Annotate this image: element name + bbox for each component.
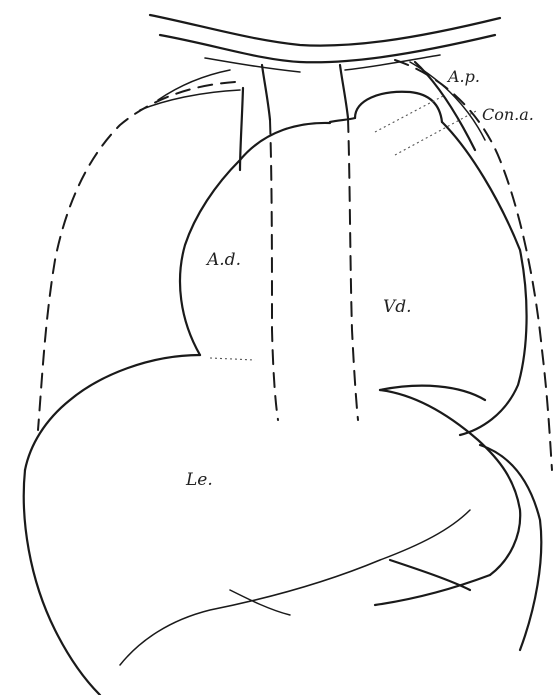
label-con-a: Con.a.	[482, 105, 534, 124]
label-le: Le.	[185, 470, 213, 490]
right-atrium-outline	[180, 123, 330, 360]
right-ventricle-outline	[380, 122, 527, 435]
label-vd: Vd.	[383, 297, 412, 317]
label-ad: A.d.	[205, 250, 241, 270]
label-ap: A.p.	[446, 67, 480, 86]
septum-dashed-lines	[270, 118, 358, 420]
liver-outline	[24, 355, 542, 695]
